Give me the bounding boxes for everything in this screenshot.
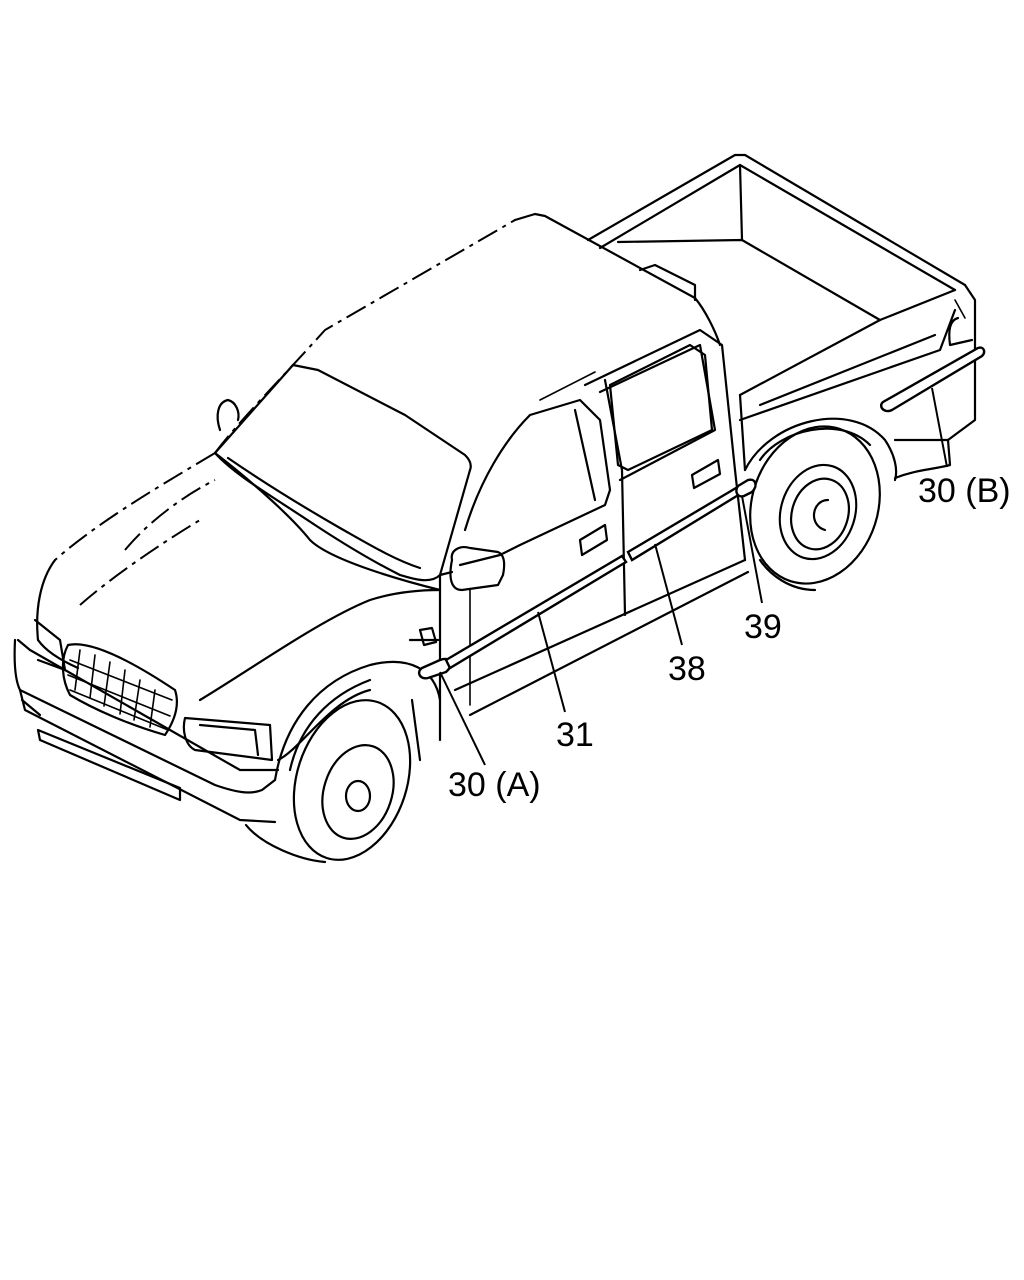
callout-30a: 30 (A) [448,766,541,804]
pickup-truck-drawing [13,153,977,864]
leader-30b [931,387,948,468]
bed-side-molding [879,346,986,413]
molding-end-cap-rear [735,478,757,498]
callout-39: 39 [744,608,782,646]
rear-door-molding [626,486,742,562]
rocker-panel [453,393,750,717]
front-end [13,398,442,824]
leader-31 [537,611,566,713]
cargo-bed [586,153,977,442]
leader-38 [654,543,683,646]
molding-parts [417,346,986,680]
callout-38: 38 [668,650,706,688]
cab [213,212,747,742]
leader-30a [439,671,486,766]
front-door-molding [444,554,628,670]
rear-fender [743,417,952,482]
callout-30b: 30 (B) [918,472,1011,510]
callout-31: 31 [556,716,594,754]
leader-lines [439,387,948,766]
leader-39 [741,495,763,604]
front-wheel [244,698,422,864]
side-mirror [438,546,506,592]
callout-labels: 30 (A) 31 38 39 30 (B) [448,472,1011,804]
